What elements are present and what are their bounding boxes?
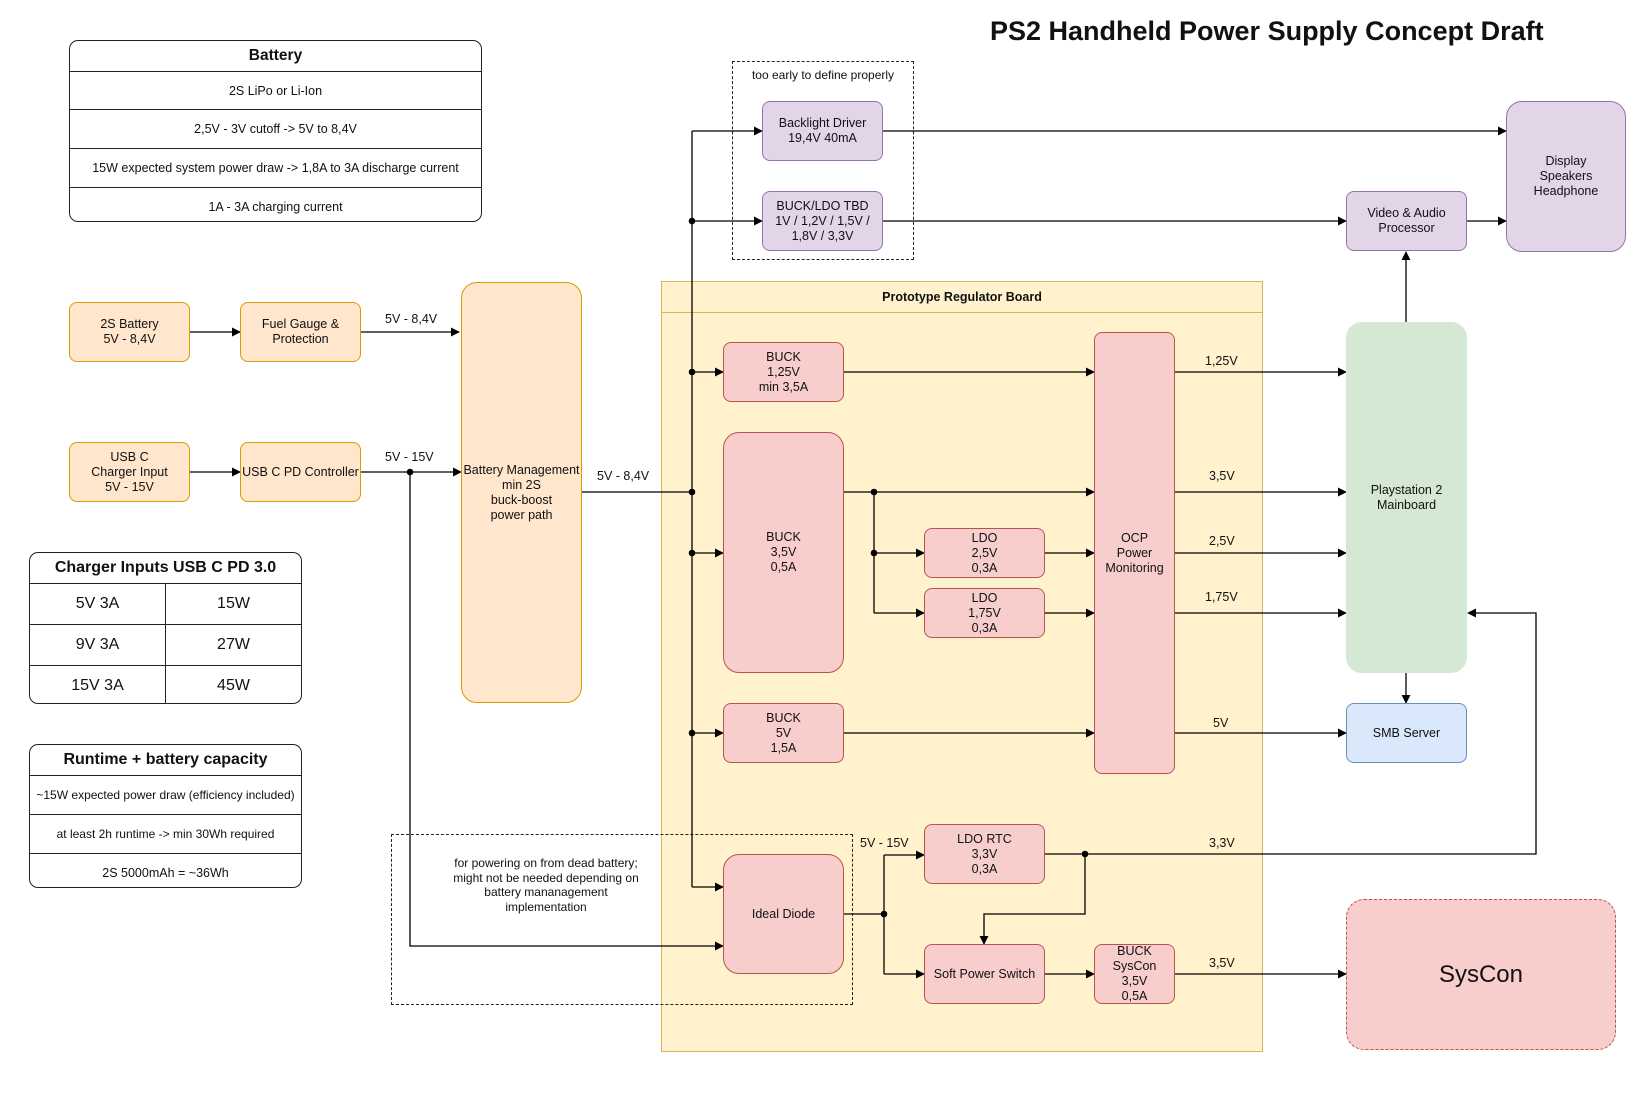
battery-table: Battery 2S LiPo or Li-Ion 2,5V - 3V cuto… [69, 40, 482, 222]
junction-dot [688, 549, 696, 557]
junction-dot [688, 368, 696, 376]
battery-2s-block: 2S Battery 5V - 8,4V [69, 302, 190, 362]
ldo-2v5-block: LDO 2,5V 0,3A [924, 528, 1045, 578]
battery-table-header: Battery [70, 41, 481, 72]
dead-battery-note: for powering on from dead battery; might… [453, 856, 639, 914]
ldo-1v75-block: LDO 1,75V 0,3A [924, 588, 1045, 638]
buck-ldo-tbd-block: BUCK/LDO TBD 1V / 1,2V / 1,5V / 1,8V / 3… [762, 191, 883, 251]
battery-table-row: 15W expected system power draw -> 1,8A t… [70, 149, 481, 188]
backlight-driver-block: Backlight Driver 19,4V 40mA [762, 101, 883, 161]
syscon-block: SysCon [1346, 899, 1616, 1050]
smb-server-block: SMB Server [1346, 703, 1467, 763]
display-speakers-block: Display Speakers Headphone [1506, 101, 1626, 252]
battery-table-row: 2,5V - 3V cutoff -> 5V to 8,4V [70, 110, 481, 149]
junction-dot [688, 729, 696, 737]
too-early-label: too early to define properly [751, 68, 895, 82]
wire-rtc-to-softswitch [979, 854, 1086, 945]
charger-table-header: Charger Inputs USB C PD 3.0 [30, 553, 301, 584]
junction-dot [880, 910, 888, 918]
video-audio-processor-block: Video & Audio Processor [1346, 191, 1467, 251]
soft-power-switch-block: Soft Power Switch [924, 944, 1045, 1004]
usbc-input-block: USB C Charger Input 5V - 15V [69, 442, 190, 502]
label-rail-syscon: 3,5V [1209, 956, 1235, 970]
charger-voltage-cell: 9V 3A [30, 625, 166, 665]
runtime-table: Runtime + battery capacity ~15W expected… [29, 744, 302, 888]
runtime-table-header: Runtime + battery capacity [30, 745, 301, 776]
ldo-rtc-block: LDO RTC 3,3V 0,3A [924, 824, 1045, 884]
runtime-table-row: ~15W expected power draw (efficiency inc… [30, 776, 301, 815]
diagram-title: PS2 Handheld Power Supply Concept Draft [990, 16, 1544, 46]
label-bm-out: 5V - 8,4V [597, 469, 650, 483]
charger-voltage-cell: 5V 3A [30, 584, 166, 624]
label-rail-1v75: 1,75V [1205, 590, 1238, 604]
label-rail-5v: 5V [1213, 716, 1229, 730]
prototype-board-label: Prototype Regulator Board [662, 282, 1262, 313]
charger-power-cell: 15W [217, 595, 250, 612]
junction-dot [688, 488, 696, 496]
ocp-power-monitoring-block: OCP Power Monitoring [1094, 332, 1175, 774]
label-rail-2v5: 2,5V [1209, 534, 1235, 548]
charger-table-row: 9V 3A 27W [30, 625, 301, 666]
label-diode-out: 5V - 15V [860, 836, 909, 850]
buck-5v-block: BUCK 5V 1,5A [723, 703, 844, 763]
battery-table-row: 2S LiPo or Li-Ion [70, 72, 481, 110]
junction-dot [688, 217, 696, 225]
wire-pd-to-diode [409, 472, 724, 951]
charger-table: Charger Inputs USB C PD 3.0 5V 3A 15W 9V… [29, 552, 302, 704]
junction-dot [406, 468, 414, 476]
usbc-pd-controller-block: USB C PD Controller [240, 442, 361, 502]
label-pd-out: 5V - 15V [385, 450, 434, 464]
buck-1v25-block: BUCK 1,25V min 3,5A [723, 342, 844, 402]
buck-syscon-block: BUCK SysCon 3,5V 0,5A [1094, 944, 1175, 1004]
fuel-gauge-block: Fuel Gauge & Protection [240, 302, 361, 362]
wire-ldortc-rail [1045, 608, 1537, 855]
battery-table-row: 1A - 3A charging current [208, 199, 343, 214]
battery-management-block: Battery Management min 2S buck-boost pow… [461, 282, 582, 703]
junction-dot [870, 488, 878, 496]
ideal-diode-block: Ideal Diode [723, 854, 844, 974]
label-fuel-out: 5V - 8,4V [385, 312, 438, 326]
label-rail-3v3: 3,3V [1209, 836, 1235, 850]
buck-3v5-block: BUCK 3,5V 0,5A [723, 432, 844, 673]
label-rail-1v25: 1,25V [1205, 354, 1238, 368]
dead-battery-region [391, 834, 853, 1005]
too-early-region [732, 61, 914, 260]
runtime-table-row: 2S 5000mAh = ~36Wh [102, 865, 229, 880]
runtime-table-row: at least 2h runtime -> min 30Wh required [30, 815, 301, 854]
junction-dot [1081, 850, 1089, 858]
charger-power-cell: 45W [217, 677, 250, 694]
charger-power-cell: 27W [217, 636, 250, 653]
charger-table-row: 15V 3A 45W [30, 666, 301, 703]
ps2-mainboard-block: Playstation 2 Mainboard [1346, 322, 1467, 673]
junction-dot [870, 549, 878, 557]
label-rail-3v5: 3,5V [1209, 469, 1235, 483]
charger-voltage-cell: 15V 3A [30, 666, 166, 703]
charger-table-row: 5V 3A 15W [30, 584, 301, 625]
